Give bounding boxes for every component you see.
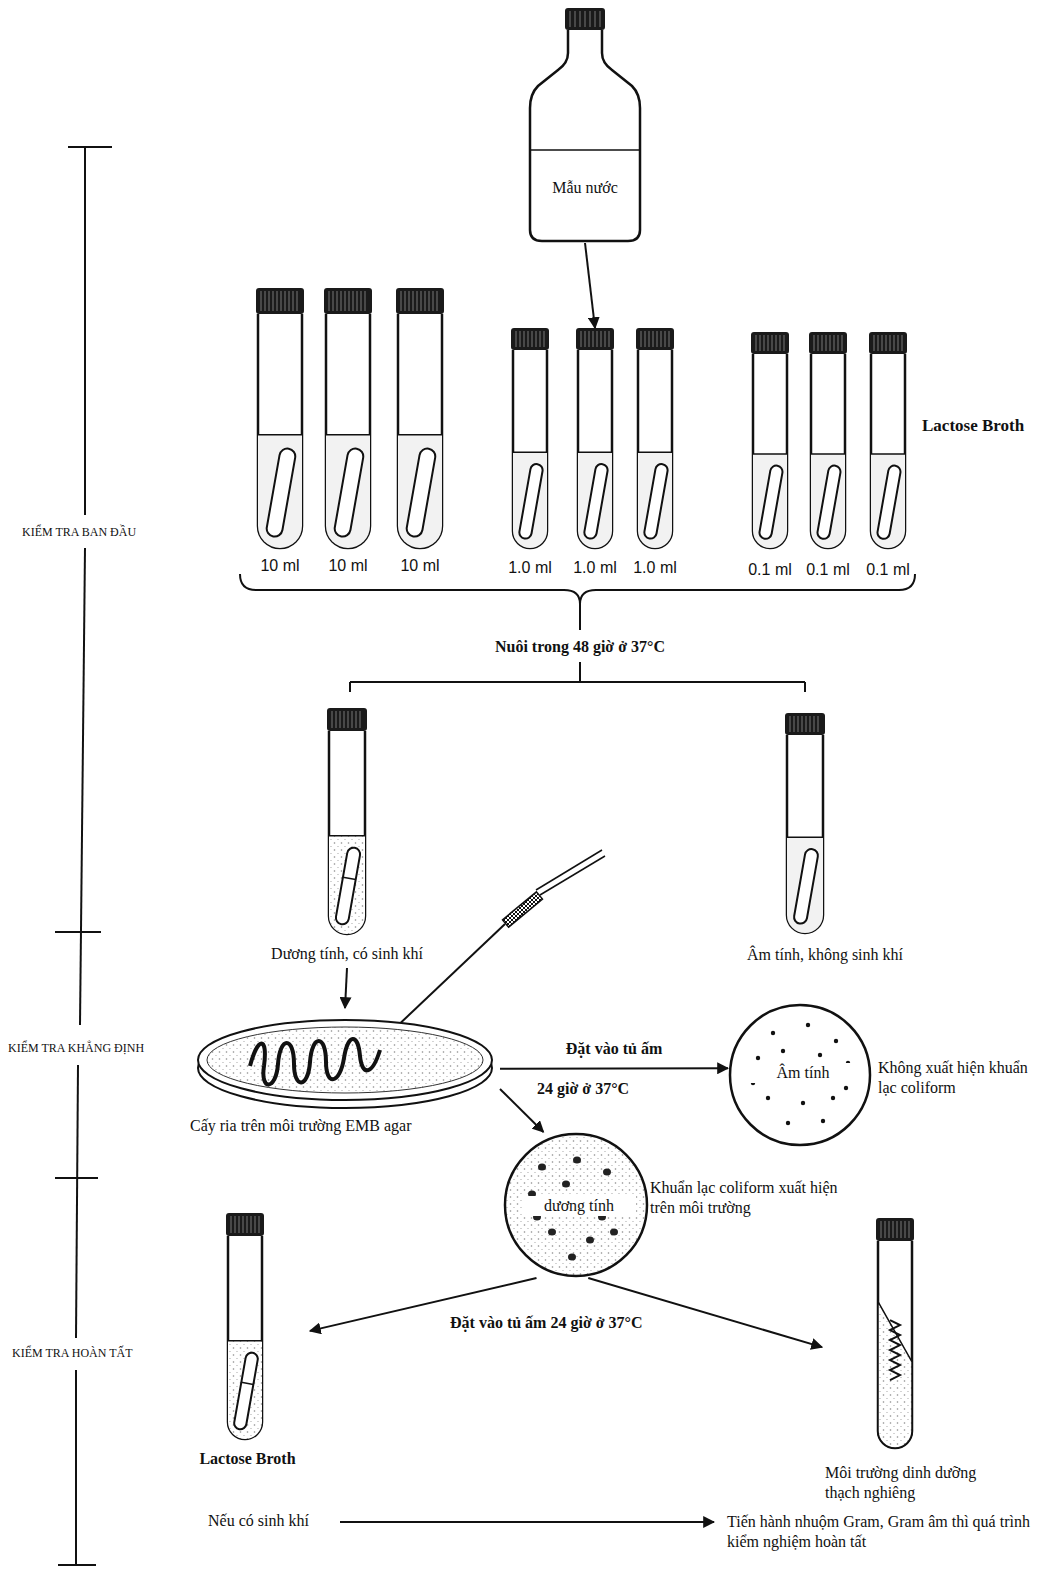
node-text: 1.0 ml	[566, 558, 624, 578]
node-text: dương tính	[522, 1196, 636, 1216]
tube-node: 10 ml	[387, 288, 453, 580]
test-tube	[510, 328, 550, 550]
node-text: 10 ml	[315, 556, 381, 576]
tube-node: 1.0 ml	[501, 328, 559, 580]
colony-plate-node: Âm tính Không xuất hiện khuẩn lạc colifor…	[728, 1003, 1033, 1148]
node-text: 0.1 ml	[742, 560, 798, 580]
node-text: 10 ml	[247, 556, 313, 576]
tube-node: 0.1 ml	[742, 332, 798, 582]
colony-plate-node: dương tính Khuẩn lạc coliform xuất hiện t…	[502, 1132, 847, 1278]
test-tube	[255, 288, 305, 550]
test-tube	[326, 708, 368, 936]
arrow-connector	[585, 243, 595, 328]
arrow-connector	[500, 1089, 543, 1132]
test-tube	[225, 1213, 265, 1441]
annotation-label: Đặt vào tủ ấm 24 giờ ở 37°C	[447, 1313, 646, 1333]
water-bottle	[528, 8, 642, 243]
node-text: Âm tính, không sinh khí	[725, 945, 925, 965]
bottle-node: Mẫu nước	[528, 8, 642, 243]
node-text: Khuẩn lạc coliform xuất hiện trên môi tr…	[650, 1178, 845, 1218]
annotation-label: Lactose Broth	[922, 415, 1024, 436]
tube-node: 0.1 ml	[860, 332, 916, 582]
tube-node: Dương tính, có sinh khí	[252, 708, 442, 968]
test-tube	[868, 332, 908, 550]
tube-node: 0.1 ml	[800, 332, 856, 582]
edge-label: Đặt vào tủ ấm	[563, 1039, 665, 1059]
stage-label: KIỂM TRA HOÀN TẤT	[12, 1346, 133, 1361]
node-text: Cấy ria trên môi trường EMB agar	[190, 1116, 500, 1136]
node-text: Mẫu nước	[528, 178, 642, 198]
node-text: 0.1 ml	[860, 560, 916, 580]
test-tube	[635, 328, 675, 550]
node-text: Lactose Broth	[185, 1449, 310, 1469]
tube-node: 1.0 ml	[626, 328, 684, 580]
tube-node: Lactose Broth	[185, 1213, 310, 1475]
annotation-label: Nuôi trong 48 giờ ở 37°C	[492, 637, 668, 657]
annotation-label: 24 giờ ở 37°C	[537, 1079, 629, 1099]
test-tube	[750, 332, 790, 550]
node-text: Dương tính, có sinh khí	[252, 944, 442, 964]
arrow-connector	[345, 968, 347, 1008]
node-text: Không xuất hiện khuẩn lạc coliform	[878, 1058, 1030, 1098]
node-text: Âm tính	[750, 1063, 856, 1083]
tube-node: 10 ml	[315, 288, 381, 580]
test-tube	[323, 288, 373, 550]
tube-node: 1.0 ml	[566, 328, 624, 580]
petri-dish	[190, 1008, 500, 1118]
annotation-label: Nếu có sinh khí	[208, 1511, 309, 1531]
test-tube	[875, 1218, 915, 1450]
tube-node: 10 ml	[247, 288, 313, 580]
brace	[240, 574, 915, 692]
node-text: 10 ml	[387, 556, 453, 576]
tube-node: Môi trường dinh dưỡng thạch nghiêng	[822, 1218, 1012, 1505]
tube-node: Âm tính, không sinh khí	[725, 713, 925, 968]
node-text: Môi trường dinh dưỡng thạch nghiêng	[825, 1463, 1010, 1503]
result-arrow	[340, 1521, 714, 1523]
stage-label: KIỂM TRA KHẲNG ĐỊNH	[8, 1041, 144, 1056]
annotation-label: Tiến hành nhuộm Gram, Gram âm thì quá tr…	[727, 1512, 1053, 1552]
test-tube	[575, 328, 615, 550]
test-tube	[808, 332, 848, 550]
test-tube	[395, 288, 445, 550]
arrow-connector	[500, 1067, 728, 1070]
plate-node: Cấy ria trên môi trường EMB agar	[190, 1008, 500, 1143]
node-text: 0.1 ml	[800, 560, 856, 580]
node-text: 1.0 ml	[626, 558, 684, 578]
test-tube	[784, 713, 826, 935]
node-text: 1.0 ml	[501, 558, 559, 578]
stage-label: KIỂM TRA BAN ĐẦU	[22, 525, 136, 540]
